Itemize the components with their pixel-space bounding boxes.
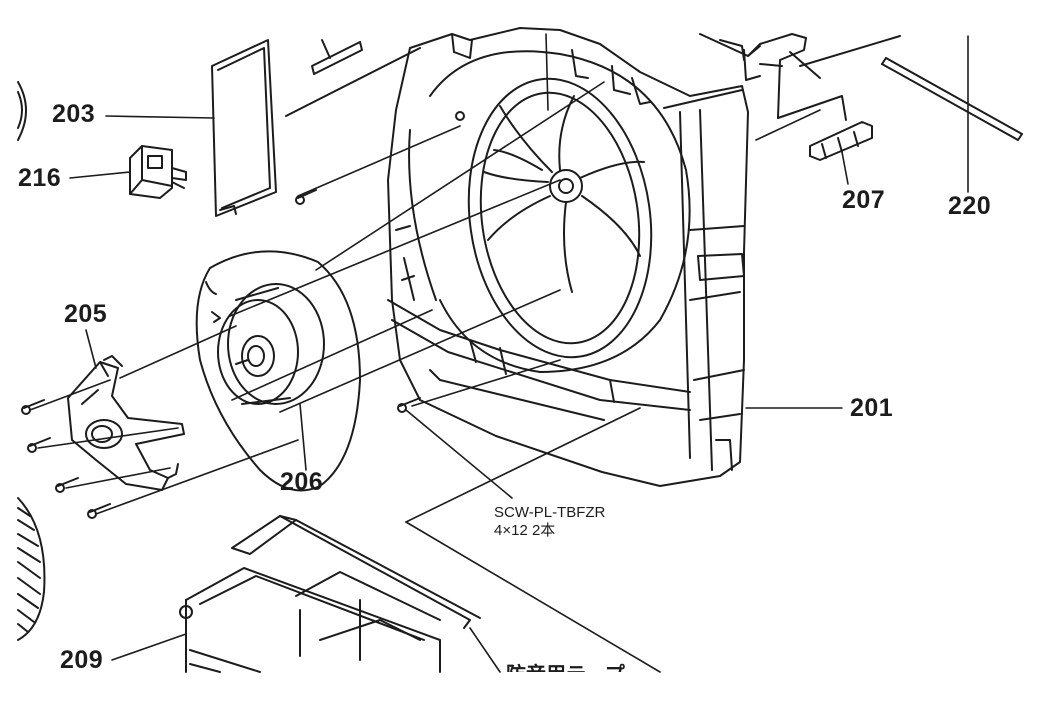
- top-right-bracket: [699, 33, 901, 121]
- callout-206: 206: [280, 468, 324, 496]
- leader-lines: [29, 33, 969, 673]
- callout-216: 216: [18, 164, 62, 192]
- partial-ring-left: [17, 81, 27, 141]
- part-205-bracket: [67, 355, 185, 491]
- screw-note-line1: SCW-PL-TBFZR: [494, 504, 606, 521]
- part-216-switch: [129, 145, 187, 199]
- part-209-box: [179, 515, 481, 673]
- screw-note-line2: 4×12 2本: [494, 522, 556, 539]
- callout-207: 207: [842, 186, 886, 214]
- callout-209: 209: [60, 646, 104, 674]
- partial-blower-wheel: [17, 497, 46, 641]
- part-207-clip: [809, 121, 873, 161]
- callout-203: 203: [52, 100, 96, 128]
- screw-housing: [397, 397, 421, 413]
- part-206-motor: [195, 250, 361, 492]
- part-220-rod: [881, 57, 1023, 141]
- tape-note: 防音用テープ: [506, 658, 660, 672]
- callout-201: 201: [850, 394, 894, 422]
- screws-left: [21, 399, 111, 519]
- part-203-panel: [211, 39, 277, 217]
- callout-220: 220: [948, 192, 992, 220]
- callout-205: 205: [64, 300, 108, 328]
- part-201-fan-casing: [387, 27, 749, 487]
- top-bracket: [285, 39, 421, 117]
